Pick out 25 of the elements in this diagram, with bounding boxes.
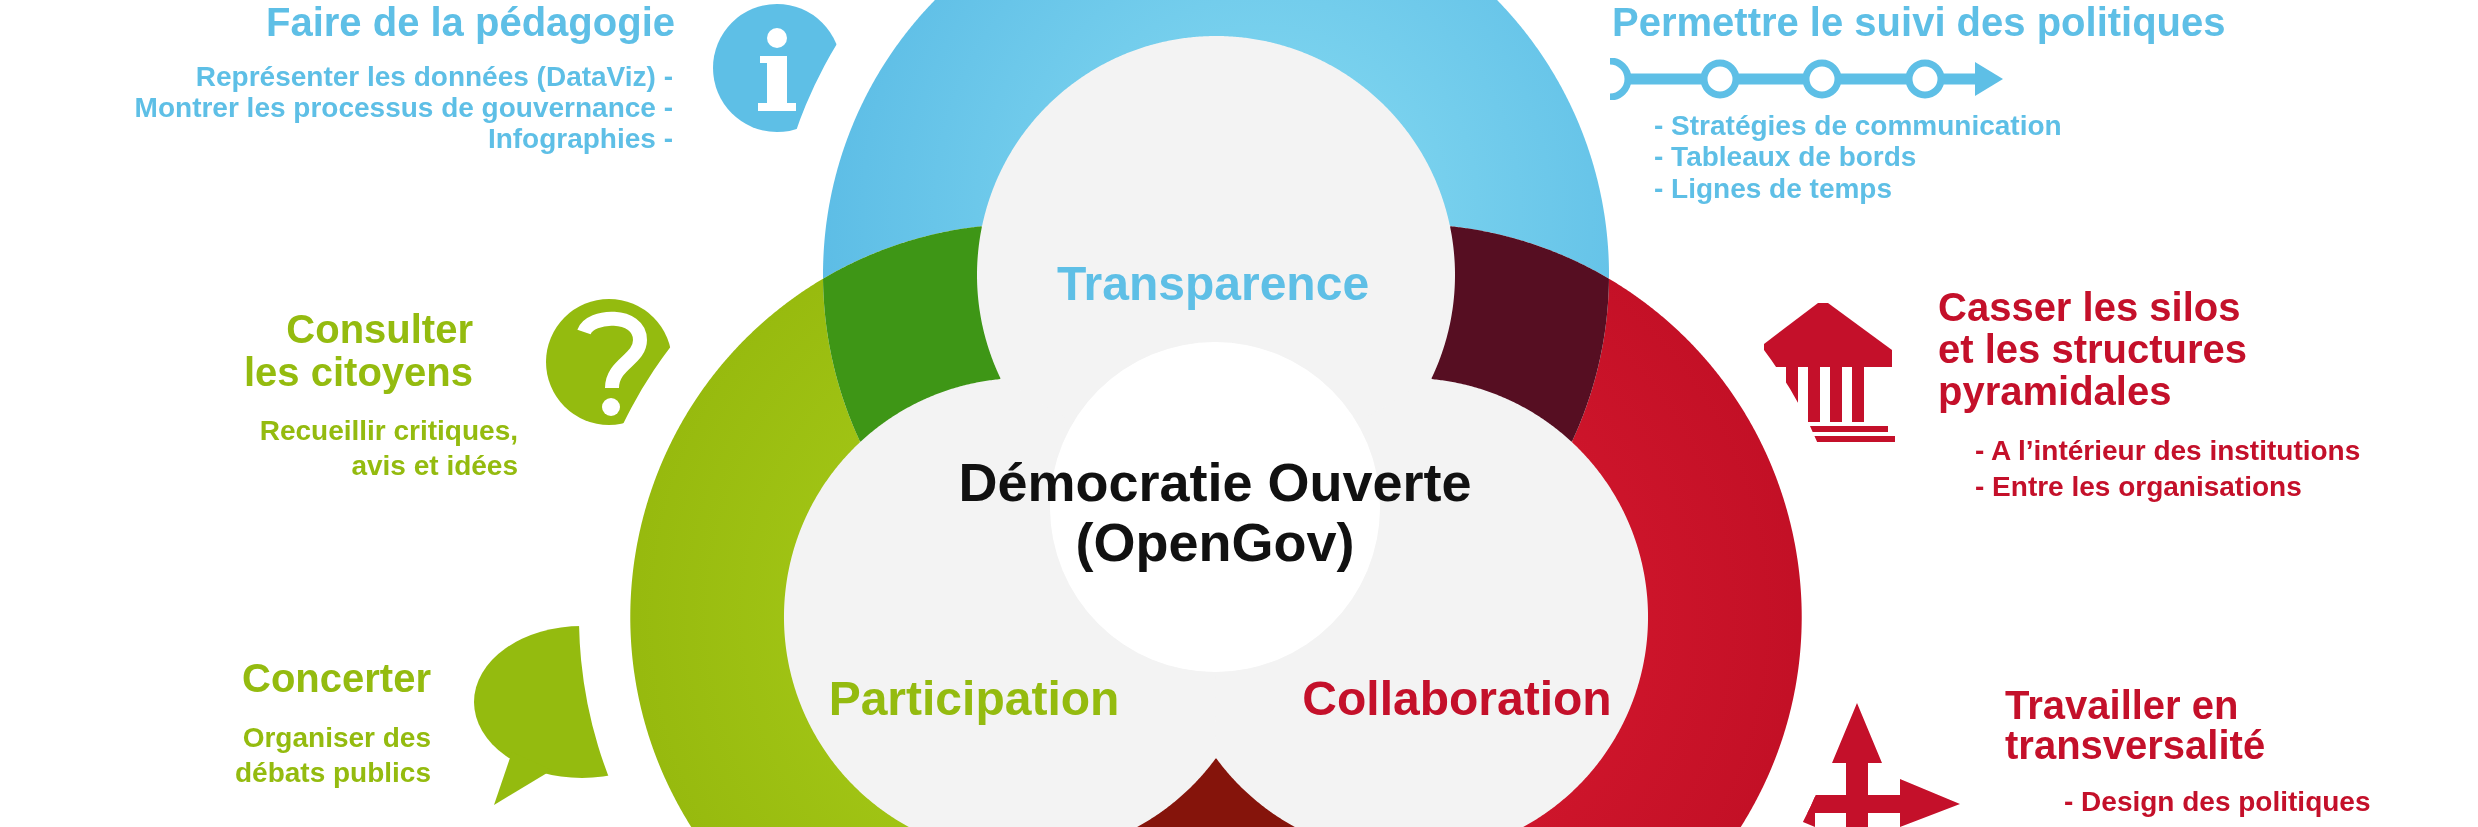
circle-title: Transparence	[1056, 257, 1370, 311]
list-item: Montrer les processus de gouvernance -	[134, 92, 673, 124]
description: Organiser des débats publics	[233, 721, 431, 790]
description: Recueillir critiques, avis et idées	[258, 414, 518, 483]
circle-title: Participation	[828, 672, 1120, 726]
heading: Faire de la pédagogie	[266, 0, 675, 45]
center-title: Démocratie Ouverte (OpenGov)	[957, 452, 1473, 572]
overlap-region	[1431, 226, 1609, 442]
list-item: - Lignes de temps	[1654, 173, 1893, 205]
list-item: Infographies -	[487, 123, 673, 155]
list-item: - A l’intérieur des institutions	[1975, 434, 2361, 468]
heading: Casser les silos et les structures pyramidales	[1938, 286, 2249, 412]
overlap-region	[823, 226, 1001, 442]
heading: Concerter	[242, 655, 431, 701]
list-item: - Design des politiques	[2064, 786, 2371, 818]
overlap-region	[1137, 758, 1295, 827]
heading: Travailler en transversalité	[2005, 685, 2267, 765]
list-item: - Entre les organisations	[1975, 470, 2302, 504]
list-item: - Tableaux de bords	[1654, 141, 1917, 173]
circle-title: Collaboration	[1302, 672, 1612, 726]
heading: Permettre le suivi des politiques	[1612, 0, 2226, 45]
venn-circle	[823, 0, 1609, 423]
heading: Consulter les citoyens	[243, 308, 473, 394]
list-item: - Stratégies de communication	[1654, 110, 2062, 142]
list-item: Représenter les données (DataViz) -	[195, 61, 673, 93]
